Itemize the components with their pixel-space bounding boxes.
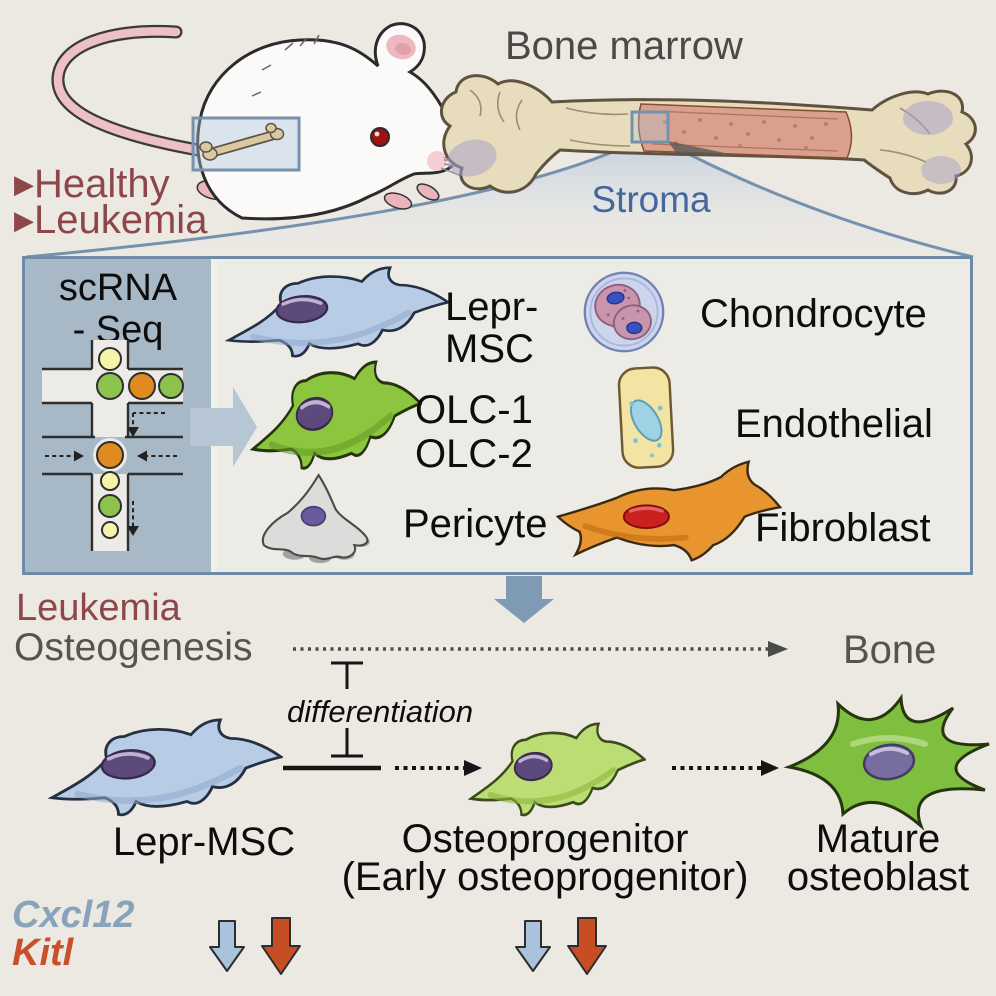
kitl-label: Kitl bbox=[12, 932, 74, 974]
condition-leukemia: ▶Leukemia bbox=[14, 198, 208, 242]
osteoprogenitor-cell bbox=[468, 722, 646, 817]
scrna-seq-panel: scRNA - Seq bbox=[25, 259, 217, 572]
chondrocyte-label: Chondrocyte bbox=[700, 292, 927, 336]
lepr-msc-label-bottom: Lepr-MSC bbox=[112, 820, 296, 864]
chondrocyte-cell bbox=[583, 271, 665, 353]
bullet-icon: ▶ bbox=[14, 205, 34, 235]
nucleus bbox=[606, 291, 625, 305]
lepr-msc-cell bbox=[225, 266, 450, 358]
cxcl12-label: Cxcl12 bbox=[12, 894, 135, 936]
stroma-cell-types-box: scRNA - Seq bbox=[22, 256, 973, 575]
bone-inset-box bbox=[630, 110, 670, 144]
nucleus bbox=[629, 399, 663, 442]
condition-healthy: ▶Healthy bbox=[14, 162, 170, 206]
bone-label: Bone bbox=[843, 628, 937, 672]
bone-marrow-title: Bone marrow bbox=[505, 24, 743, 68]
fibroblast-label: Fibroblast bbox=[755, 506, 931, 550]
mature-osteoblast-label: Mature osteoblast bbox=[786, 817, 970, 899]
endothelial-label: Endothelial bbox=[735, 402, 933, 446]
bullet-icon: ▶ bbox=[14, 169, 34, 199]
olc-cell bbox=[250, 360, 422, 470]
nucleus bbox=[300, 505, 327, 527]
differentiation-label: differentiation bbox=[287, 694, 474, 729]
microfluidic-device-icon bbox=[42, 340, 184, 551]
osteoprogenitor-label: Osteoprogenitor (Early osteoprogenitor) bbox=[341, 817, 749, 899]
cell-droplets bbox=[96, 347, 184, 539]
pericyte-cell bbox=[261, 473, 370, 564]
mouse-eye bbox=[370, 127, 390, 147]
stroma-label: Stroma bbox=[591, 179, 711, 220]
nucleus bbox=[626, 321, 643, 335]
flow-arrows bbox=[45, 412, 177, 526]
olc-label: OLC-1 OLC-2 bbox=[415, 388, 533, 476]
endothelial-cell bbox=[617, 366, 675, 469]
fibroblast-cell bbox=[556, 460, 782, 562]
osteogenesis-label: Osteogenesis bbox=[14, 626, 253, 669]
stroma-funnel bbox=[26, 143, 973, 257]
mature-osteoblast-cell bbox=[783, 693, 990, 831]
lepr-msc-label-box: Lepr- MSC bbox=[445, 285, 539, 371]
femur-illustration bbox=[440, 74, 977, 195]
channel-walls bbox=[42, 340, 183, 551]
leukemia-label: Leukemia bbox=[16, 587, 181, 629]
pericyte-label: Pericyte bbox=[403, 502, 548, 546]
small-femur-icon bbox=[199, 122, 285, 161]
lepr-msc-cell-bottom bbox=[48, 718, 283, 817]
